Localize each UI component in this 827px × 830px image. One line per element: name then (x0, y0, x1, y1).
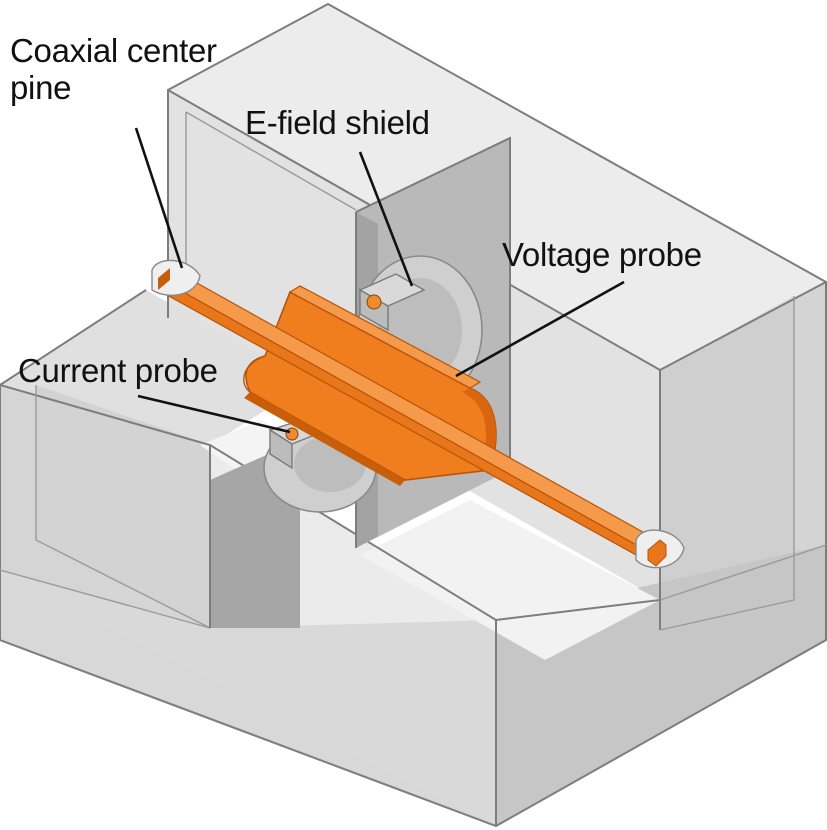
e-field-shield-label: E-field shield (245, 104, 430, 141)
coaxial-center-pine-label: Coaxial center pine (10, 32, 217, 106)
voltage-leader-line (455, 280, 625, 378)
efield-leader-line (358, 151, 414, 287)
current-leader-line (137, 394, 291, 434)
coaxial-center-pin (151, 259, 685, 569)
current-probe-label: Current probe (18, 352, 218, 389)
coaxial-label-line2: pine (10, 69, 72, 106)
coaxial-leader-line (134, 127, 184, 269)
voltage-probe-label: Voltage probe (502, 236, 702, 273)
coaxial-label-line1: Coaxial center (10, 32, 217, 69)
